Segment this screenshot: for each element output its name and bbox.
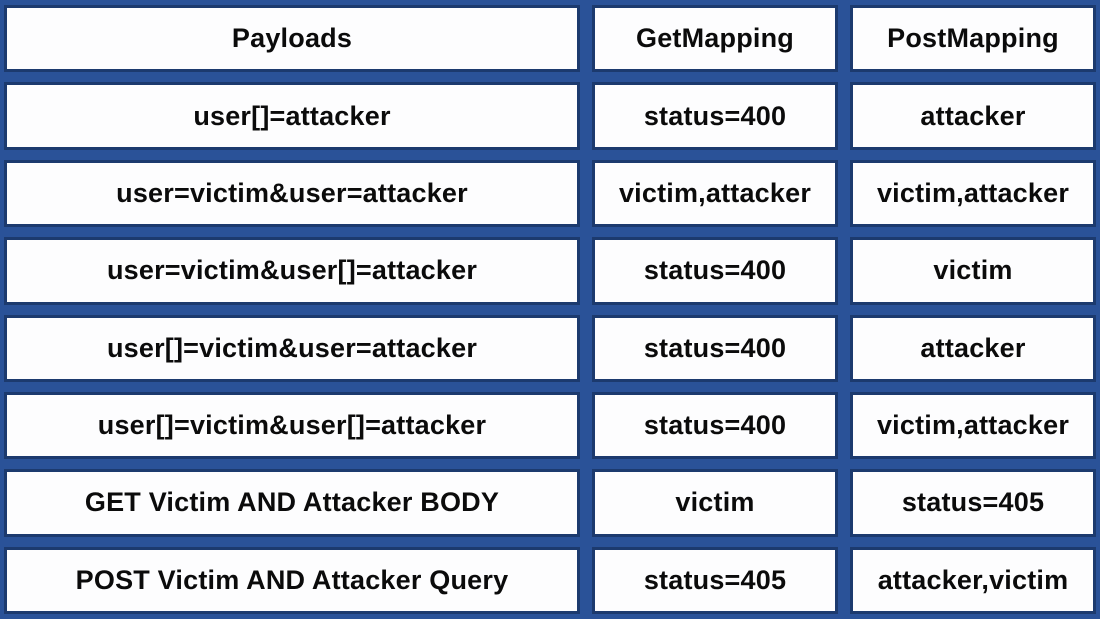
cell-payload: user=victim&user=attacker: [4, 159, 580, 228]
cell-payload: user[]=victim&user=attacker: [4, 314, 580, 382]
cell-postmapping-result: attacker: [850, 314, 1096, 382]
column-header-payloads: Payloads: [4, 5, 580, 73]
cell-postmapping-result: attacker,victim: [850, 546, 1096, 614]
cell-postmapping-result: status=405: [850, 469, 1096, 537]
cell-getmapping-result: status=400: [592, 391, 838, 460]
cell-postmapping-result: victim,attacker: [850, 159, 1096, 228]
cell-payload: GET Victim AND Attacker BODY: [4, 469, 580, 537]
cell-getmapping-result: victim,attacker: [592, 159, 838, 228]
cell-payload: user=victim&user[]=attacker: [4, 237, 580, 305]
cell-postmapping-result: attacker: [850, 82, 1096, 150]
cell-payload: user[]=victim&user[]=attacker: [4, 391, 580, 460]
cell-getmapping-result: status=400: [592, 314, 838, 382]
column-header-getmapping: GetMapping: [592, 5, 838, 73]
cell-getmapping-result: status=405: [592, 546, 838, 614]
cell-getmapping-result: victim: [592, 469, 838, 537]
cell-payload: POST Victim AND Attacker Query: [4, 546, 580, 614]
cell-postmapping-result: victim,attacker: [850, 391, 1096, 460]
cell-postmapping-result: victim: [850, 237, 1096, 305]
cell-getmapping-result: status=400: [592, 82, 838, 150]
cell-payload: user[]=attacker: [4, 82, 580, 150]
cell-getmapping-result: status=400: [592, 237, 838, 305]
column-header-postmapping: PostMapping: [850, 5, 1096, 73]
